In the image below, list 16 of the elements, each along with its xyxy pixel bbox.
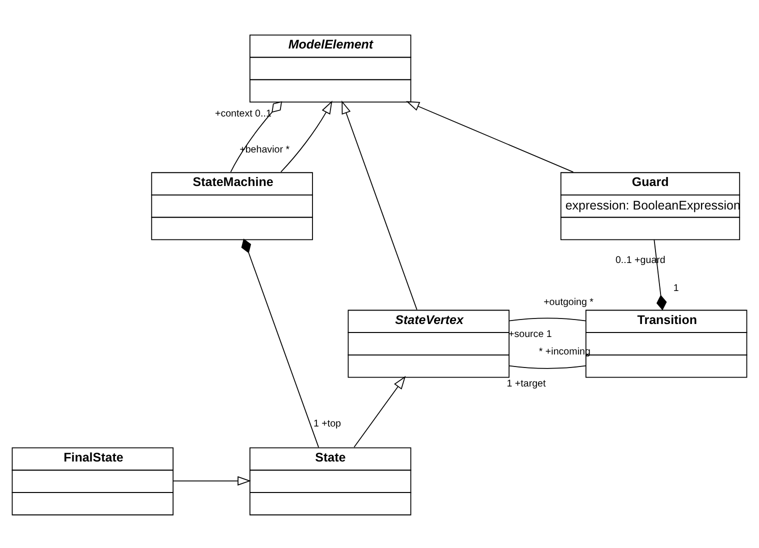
- arrow: [354, 375, 406, 448]
- label: 1: [673, 282, 679, 294]
- arrow: [406, 100, 574, 172]
- connector: [508, 364, 586, 368]
- connector: [508, 317, 586, 321]
- label: +outgoing *: [544, 296, 594, 308]
- arrow: [342, 100, 418, 310]
- arrow: [172, 476, 251, 486]
- arrow: [280, 100, 332, 172]
- connector: [230, 100, 282, 172]
- label: +source 1: [508, 328, 552, 340]
- label: +context 0..1: [214, 108, 272, 119]
- connector: [241, 238, 320, 448]
- label: 1 +top: [313, 418, 342, 429]
- label: 1 +target: [506, 378, 546, 390]
- connector: [654, 238, 667, 310]
